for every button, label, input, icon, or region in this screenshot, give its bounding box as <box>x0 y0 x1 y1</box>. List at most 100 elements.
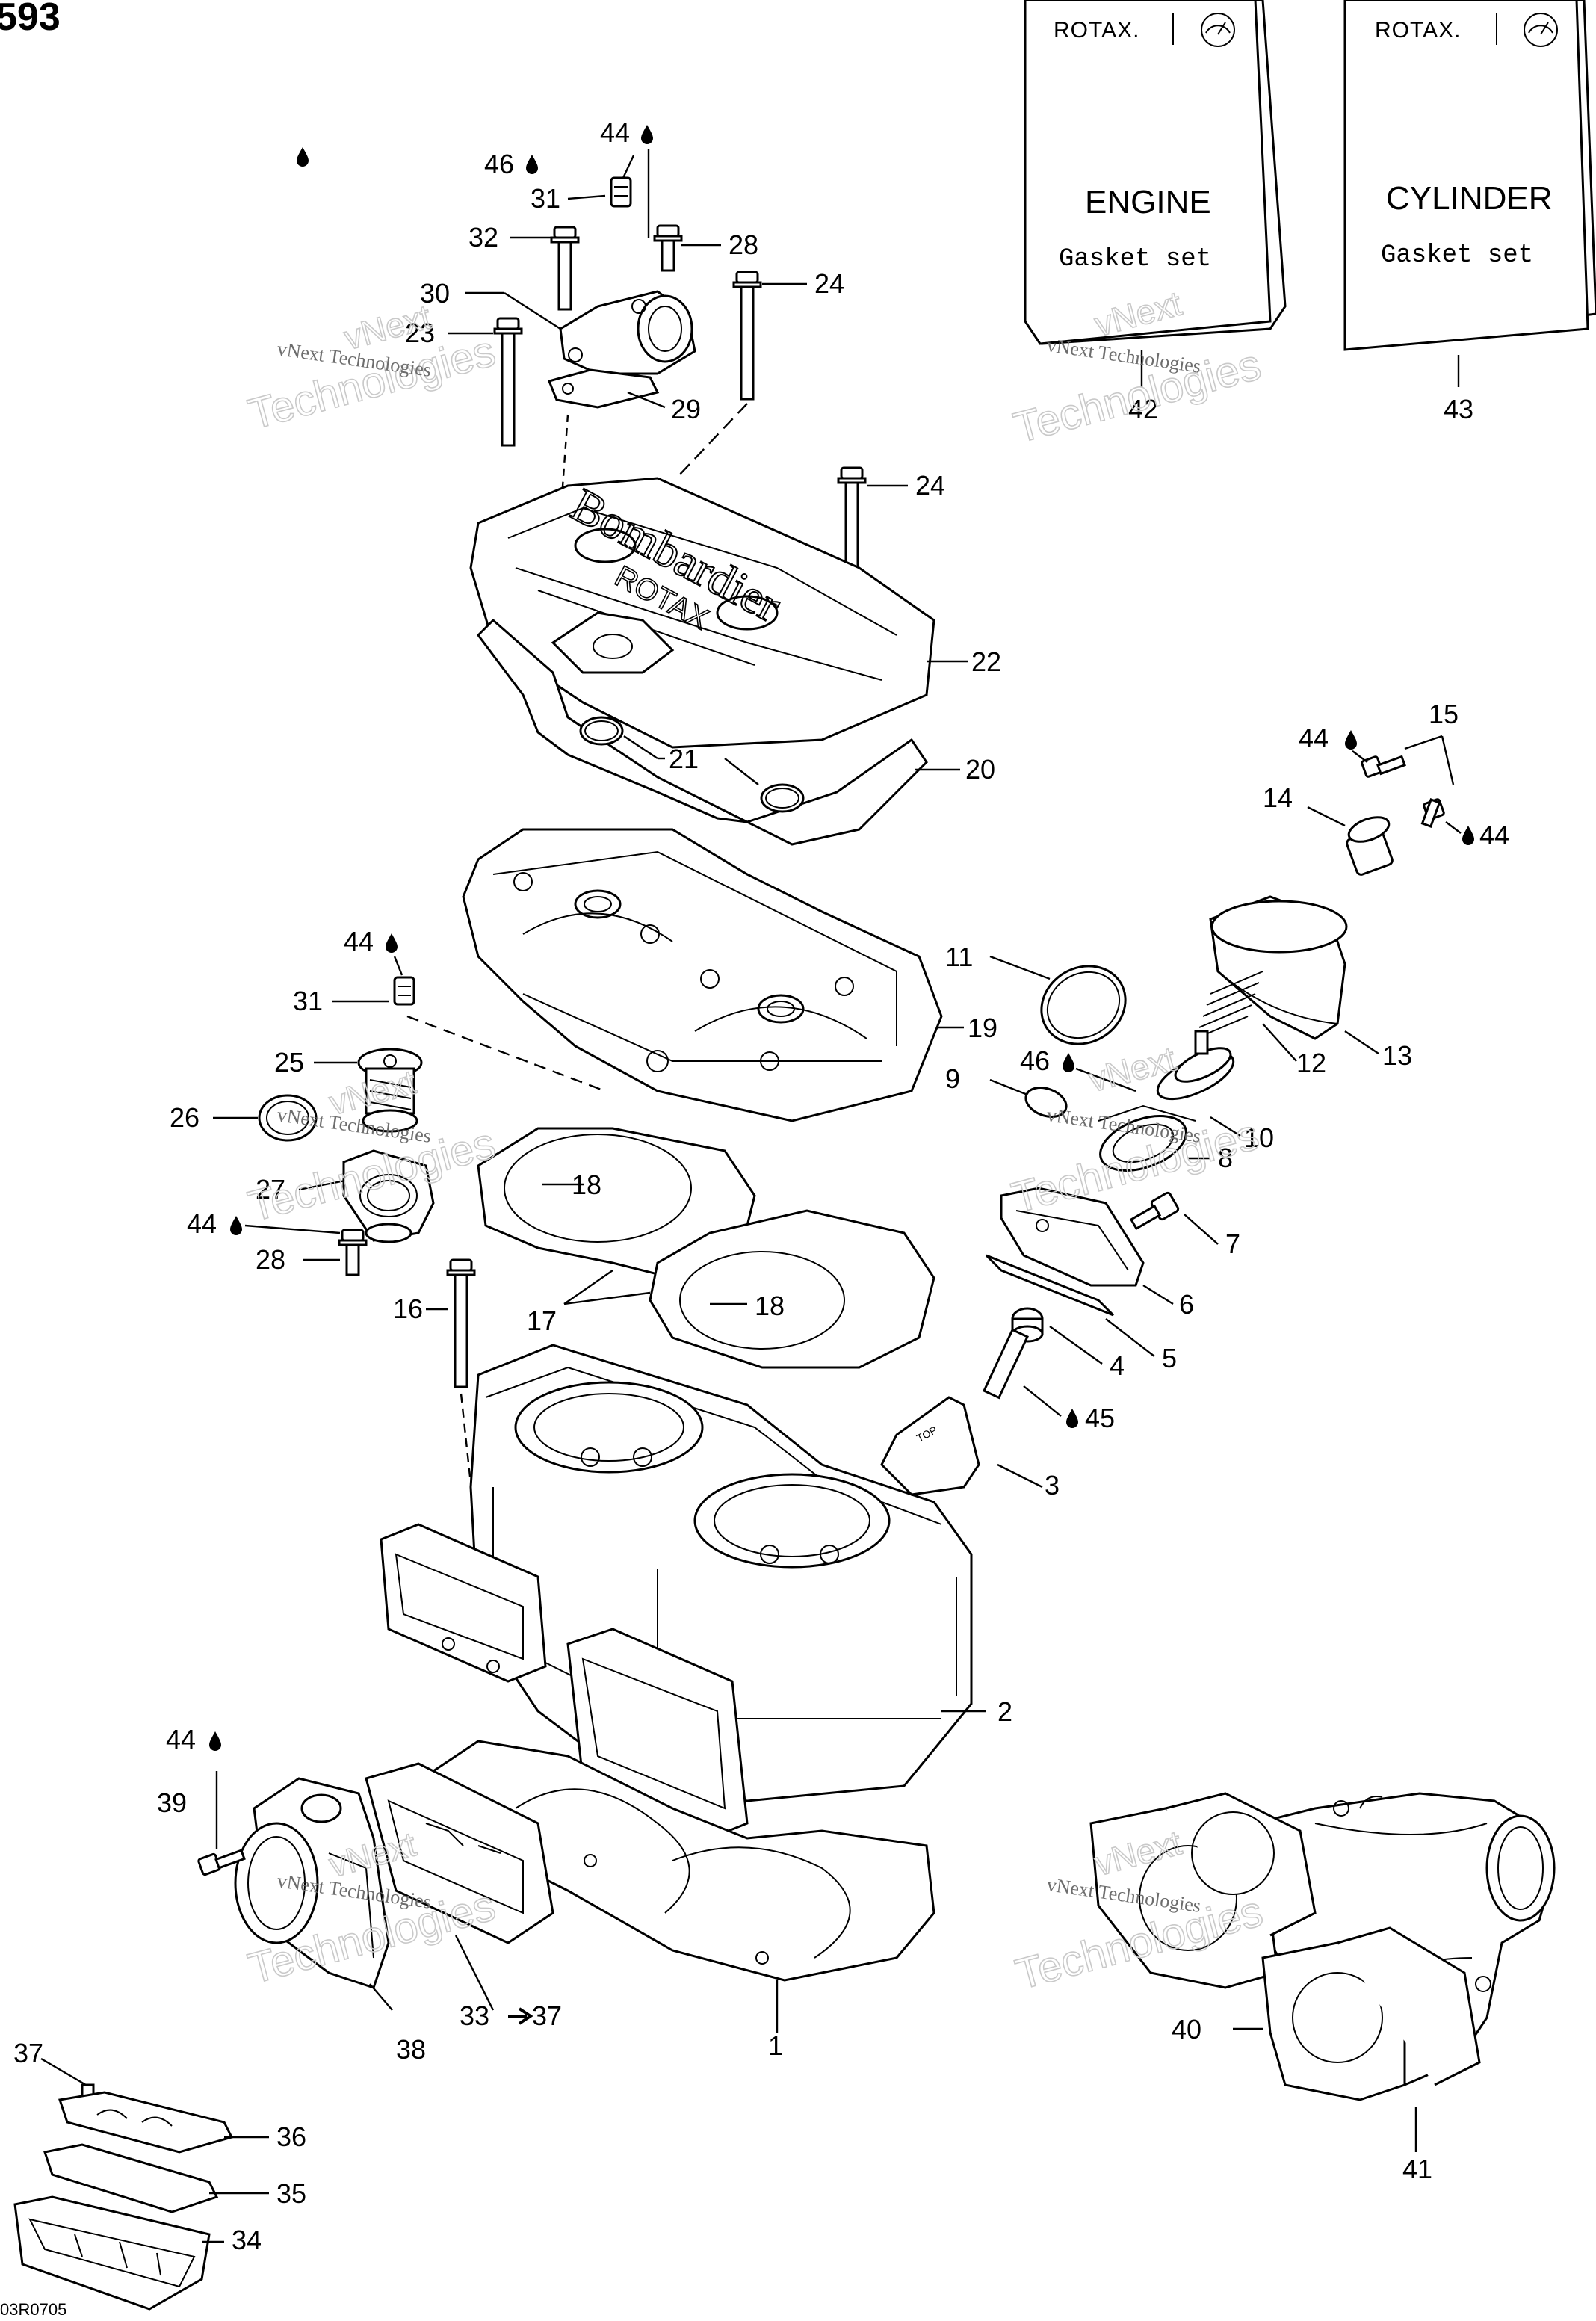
callout-22: 22 <box>971 646 1001 677</box>
callout-24-mid: 24 <box>915 470 945 501</box>
callout-44-cap-left: 44 <box>1299 723 1329 753</box>
engine-kit-brand: ROTAX. <box>1054 18 1139 43</box>
set-screw-31 <box>610 176 632 208</box>
callout-23: 23 <box>405 318 435 348</box>
reed-cage-34 <box>13 2195 211 2311</box>
o-ring-21-left <box>579 716 624 746</box>
callout-4: 4 <box>1110 1350 1125 1381</box>
cylinder-kit-title: CYLINDER <box>1386 180 1553 217</box>
cap-14 <box>1346 816 1394 876</box>
callout-37-range: 37 <box>532 2000 562 2031</box>
bolt-28 <box>653 224 683 272</box>
bolt-28-lower <box>338 1229 368 1276</box>
rave-valve-3: TOP <box>880 1328 1029 1496</box>
callout-16: 16 <box>393 1294 423 1324</box>
callout-40: 40 <box>1172 2014 1201 2045</box>
callout-30: 30 <box>420 278 450 309</box>
exhaust-gasket-40-upper <box>1089 1792 1317 1989</box>
callout-28-lower: 28 <box>256 1244 285 1275</box>
callout-44-top: 44 <box>600 117 630 148</box>
callout-21: 21 <box>669 744 699 774</box>
cylinder-head-19 <box>462 828 943 1122</box>
callout-32: 32 <box>468 222 498 253</box>
head-gasket-20 <box>477 618 928 846</box>
callout-3: 3 <box>1045 1470 1060 1501</box>
gasket-5 <box>985 1254 1115 1317</box>
callout-34: 34 <box>232 2225 262 2255</box>
base-gasket-1 <box>432 1740 935 1982</box>
screw-7 <box>1129 1191 1180 1231</box>
bolt-23 <box>493 317 523 447</box>
cylinder-gasket-kit: ROTAX. CYLINDER Gasket set <box>1343 0 1596 351</box>
callout-38: 38 <box>396 2034 426 2065</box>
callout-29: 29 <box>671 394 701 424</box>
callout-41: 41 <box>1402 2154 1432 2184</box>
reed-petal-35 <box>43 2143 219 2213</box>
callout-19: 19 <box>968 1013 998 1043</box>
head-seal-17-right <box>649 1209 935 1369</box>
bolt-16 <box>446 1258 476 1388</box>
cylinder-kit-brand: ROTAX. <box>1375 18 1461 43</box>
callout-11: 11 <box>945 942 973 972</box>
callout-45: 45 <box>1085 1403 1115 1433</box>
callout-35: 35 <box>276 2178 306 2209</box>
callout-46-valve: 46 <box>1020 1045 1050 1076</box>
o-ring-11 <box>1040 965 1127 1045</box>
callout-44-cap-right: 44 <box>1479 820 1509 850</box>
o-ring-26 <box>258 1094 318 1142</box>
page-title: 593 <box>0 0 61 39</box>
intake-frame-left <box>380 1523 547 1683</box>
callout-31-lower: 31 <box>293 986 323 1016</box>
thermostat-cover-27 <box>342 1149 435 1243</box>
bellows-8 <box>1098 1104 1196 1172</box>
callout-14: 14 <box>1263 782 1293 813</box>
callout-44-left: 44 <box>187 1208 217 1239</box>
callout-9: 9 <box>945 1063 960 1094</box>
callout-17: 17 <box>527 1305 557 1336</box>
callout-39: 39 <box>157 1787 187 1818</box>
reed-stopper-36 <box>58 2091 234 2154</box>
callout-18-left: 18 <box>572 1169 601 1200</box>
engine-gasket-kit: ROTAX. ENGINE Gasket set <box>1024 0 1287 345</box>
callout-18-right: 18 <box>755 1291 785 1321</box>
callout-5: 5 <box>1162 1343 1177 1373</box>
exhaust-gasket-40-lower <box>1261 1926 1481 2101</box>
callout-46-top: 46 <box>484 149 514 179</box>
gasket-29 <box>547 368 660 409</box>
set-screw-31-lower <box>393 976 415 1006</box>
arrow-icon <box>508 2007 533 2025</box>
callout-12: 12 <box>1296 1048 1326 1078</box>
callout-43: 43 <box>1444 394 1473 424</box>
valve-piston-10 <box>1156 1030 1235 1101</box>
callout-31-top: 31 <box>531 183 560 214</box>
callout-24-top: 24 <box>814 268 844 299</box>
callout-2: 2 <box>998 1696 1012 1727</box>
callout-44-mid: 44 <box>344 926 374 956</box>
callout-28-top: 28 <box>729 229 758 260</box>
callout-27: 27 <box>256 1174 285 1205</box>
engine-kit-subtitle: Gasket set <box>1059 245 1211 273</box>
callout-33: 33 <box>460 2000 489 2031</box>
bolt-15b <box>1420 798 1445 828</box>
callout-37: 37 <box>13 2038 43 2068</box>
callout-36: 36 <box>276 2121 306 2152</box>
valve-cover-13 <box>1209 895 1348 1040</box>
callout-44-intake: 44 <box>166 1724 196 1755</box>
callout-10: 10 <box>1244 1122 1274 1153</box>
callout-13: 13 <box>1382 1040 1412 1071</box>
callout-1: 1 <box>768 2030 783 2061</box>
bolt-24-upper <box>732 271 762 401</box>
o-ring-21-right <box>760 783 805 813</box>
bolt-39 <box>197 1849 246 1876</box>
watermark-2-small: vNext Technologies <box>1045 334 1202 377</box>
callout-42: 42 <box>1128 394 1158 424</box>
callout-20: 20 <box>965 754 995 785</box>
bolt-32 <box>550 226 580 311</box>
drawing-code: 03R0705 <box>0 2300 66 2319</box>
reed-block-33 <box>365 1762 554 1944</box>
callout-6: 6 <box>1179 1289 1194 1320</box>
thermostat-25 <box>357 1048 423 1133</box>
water-outlet-30 <box>559 290 696 375</box>
cylinder-kit-subtitle: Gasket set <box>1381 241 1533 270</box>
